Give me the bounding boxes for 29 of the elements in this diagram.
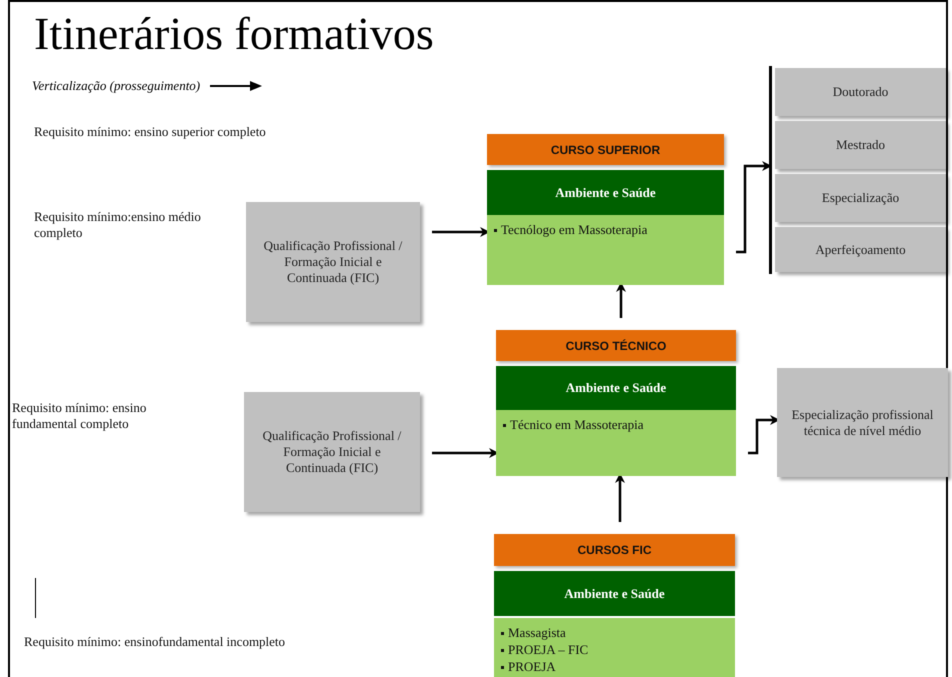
list-item: PROEJA [500,658,556,675]
list-item: Técnico em Massoterapia [502,416,644,433]
legend-text: Verticalização (prosseguimento) [32,78,200,94]
process-box: Aperfeiçoamento [775,227,946,272]
process-box: Especialização profissional técnica de nível médio [777,368,948,477]
course-list-box [496,410,736,476]
process-box: Mestrado [775,121,946,169]
area-header: Ambiente e Saúde [494,571,735,616]
list-item: Massagista [500,624,566,641]
area-header: Ambiente e Saúde [487,170,724,215]
course-list-box [487,215,724,285]
course-list-box [494,618,735,677]
course-header: CURSO SUPERIOR [487,134,724,165]
requirement-note: Requisito mínimo: ensino fundamental completo [12,400,148,432]
course-header: CURSOS FIC [494,534,735,566]
requirement-note: Requisito mínimo: ensinofundamental incompleto [24,634,286,650]
course-header: CURSO TÉCNICO [496,330,736,361]
process-box: Doutorado [775,68,946,116]
arrow [736,161,772,254]
requirement-note: Requisito mínimo: ensino superior completo [34,124,267,140]
area-header: Ambiente e Saúde [496,366,736,410]
bracket-bar [769,66,772,274]
process-box: Qualificação Profissional / Formação Inicial e Continuada (FIC) [244,392,420,512]
list-item: PROEJA – FIC [500,641,588,658]
title: Itinerários formativos [34,7,434,61]
process-box: Especialização [775,174,946,222]
list-item: Tecnólogo em Massoterapia [493,221,648,238]
requirement-note: Requisito mínimo:ensino médio completo [34,209,202,241]
process-box: Qualificação Profissional / Formação Inicial e Continuada (FIC) [246,202,420,322]
